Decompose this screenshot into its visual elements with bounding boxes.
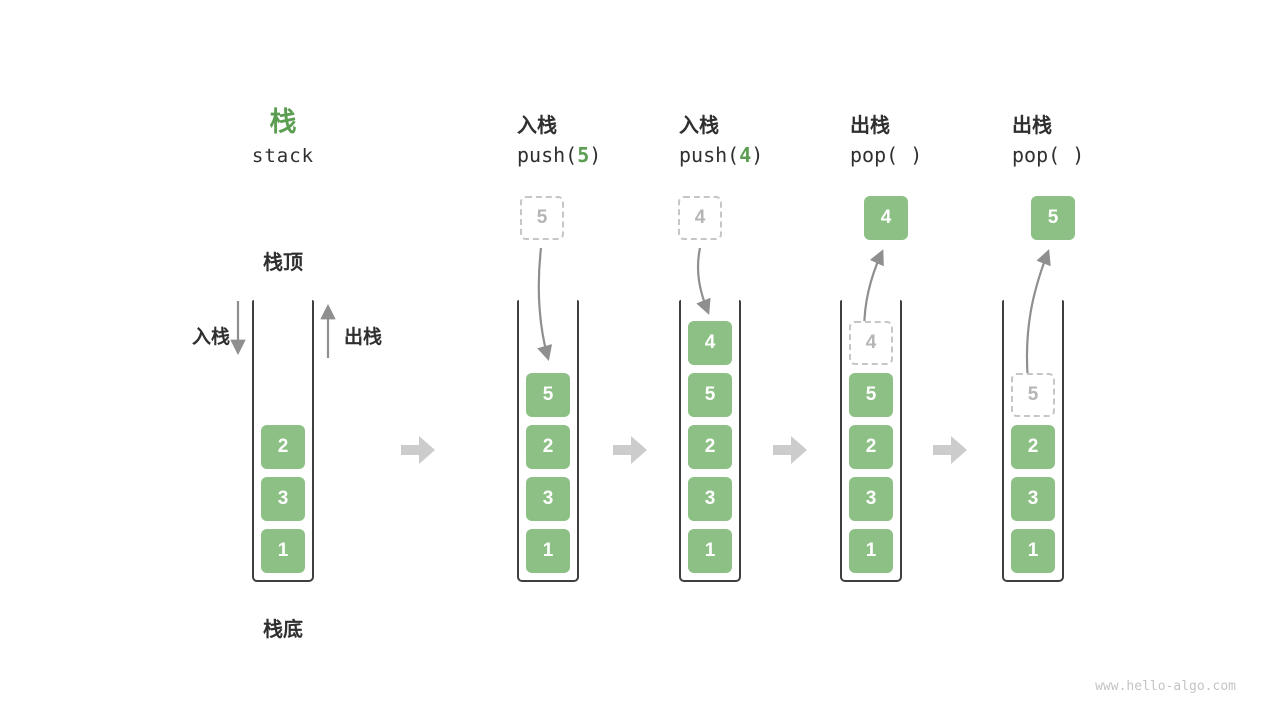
step-arrow-icon: [933, 436, 967, 464]
stack-item: 3: [526, 477, 570, 521]
op-call: push(5): [517, 143, 601, 167]
call-close: ): [589, 143, 602, 167]
stack-top-label: 栈顶: [263, 252, 303, 274]
diagram-title-en: stack: [251, 145, 315, 167]
op-label: 入栈: [517, 115, 557, 137]
stack-bottom-label: 栈底: [263, 619, 303, 641]
op-call: push(4): [679, 143, 763, 167]
step-arrow-icon: [401, 436, 435, 464]
op-call: pop( ): [1012, 143, 1084, 167]
stack-item: 1: [1011, 529, 1055, 573]
watermark: www.hello-algo.com: [1095, 679, 1236, 694]
stack-item: 5: [526, 373, 570, 417]
call-fn: push(: [517, 143, 578, 167]
stack-item: 1: [261, 529, 305, 573]
call-close: ): [910, 143, 923, 167]
op-label: 入栈: [679, 115, 719, 137]
op-label: 出栈: [850, 115, 890, 137]
stack-item: 2: [261, 425, 305, 469]
incoming-item: 4: [678, 196, 722, 240]
call-arg: [1060, 143, 1072, 167]
stack-item: 3: [849, 477, 893, 521]
stack-item: 3: [261, 477, 305, 521]
push-label: 入栈: [192, 327, 231, 348]
step-arrow-icon: [613, 436, 647, 464]
stack-item: 3: [688, 477, 732, 521]
call-arg: 4: [739, 143, 752, 167]
stack-item: 5: [849, 373, 893, 417]
stack-container: [1002, 300, 1064, 582]
op-label: 出栈: [1012, 115, 1052, 137]
call-close: ): [1072, 143, 1085, 167]
stack-item: 2: [688, 425, 732, 469]
stack-container: [517, 300, 579, 582]
ghost-item: 5: [1011, 373, 1055, 417]
stack-item: 2: [1011, 425, 1055, 469]
diagram-title-zh: 栈: [269, 107, 297, 137]
stack-container: [679, 300, 741, 582]
call-arg: 5: [577, 143, 590, 167]
popped-item: 5: [1031, 196, 1075, 240]
stack-item: 1: [688, 529, 732, 573]
call-fn: pop(: [1012, 143, 1061, 167]
stack-container: [840, 300, 902, 582]
call-fn: pop(: [850, 143, 899, 167]
pop-label: 出栈: [344, 327, 383, 348]
popped-item: 4: [864, 196, 908, 240]
step-arrow-icon: [773, 436, 807, 464]
call-fn: push(: [679, 143, 740, 167]
stack-item: 2: [849, 425, 893, 469]
op-call: pop( ): [850, 143, 922, 167]
call-arg: [898, 143, 910, 167]
stack-item: 5: [688, 373, 732, 417]
incoming-item: 5: [520, 196, 564, 240]
ghost-item: 4: [849, 321, 893, 365]
stack-item: 1: [526, 529, 570, 573]
stack-item: 2: [526, 425, 570, 469]
stack-item: 3: [1011, 477, 1055, 521]
call-close: ): [751, 143, 764, 167]
stack-container: [252, 300, 314, 582]
stack-item: 1: [849, 529, 893, 573]
stack-item: 4: [688, 321, 732, 365]
